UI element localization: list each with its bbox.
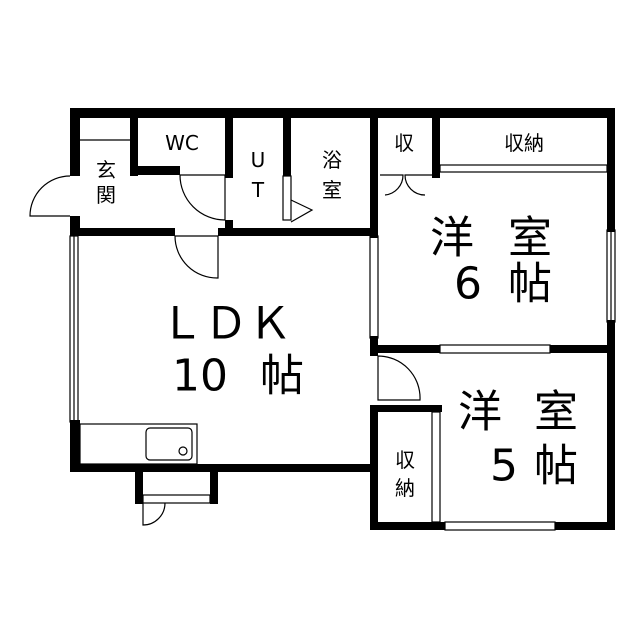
wc-label: WC xyxy=(165,131,199,155)
back-door[interactable] xyxy=(142,502,166,526)
kitchen-sink xyxy=(145,427,193,461)
bath-label-1: 浴 xyxy=(322,148,342,172)
closet5-label-1: 収 xyxy=(395,448,415,472)
kitchen-counter xyxy=(79,423,198,465)
closet5-label-2: 納 xyxy=(395,476,415,500)
closet-small-label: 収 xyxy=(394,131,414,155)
room5-label-2: 室 xyxy=(534,387,578,438)
fixtures xyxy=(29,139,608,526)
back-window xyxy=(142,494,211,504)
ldk-label: ＬＤＫ xyxy=(160,299,292,350)
entrance-label-1: 玄 xyxy=(96,158,116,182)
room6-label-1: 洋 xyxy=(430,213,474,264)
room5-unit: 帖 xyxy=(534,441,578,492)
ldk-size: 10 xyxy=(172,351,228,402)
ldk-unit: 帖 xyxy=(260,351,304,402)
bath-door xyxy=(282,175,292,221)
wc-door[interactable] xyxy=(179,174,226,221)
room6-size: 6 xyxy=(454,259,482,310)
ut-label-1: U xyxy=(251,148,266,172)
walls xyxy=(70,108,615,530)
ldk-right-window xyxy=(369,235,379,339)
room5-top-window xyxy=(439,344,551,354)
labels: 玄 関 WC U T 浴 室 収 収納 洋 室 6 帖 ＬＤＫ 10 帖 洋 室… xyxy=(96,131,578,500)
ut-label-2: T xyxy=(251,178,265,202)
room6-unit: 帖 xyxy=(508,259,552,310)
room5-label-1: 洋 xyxy=(458,387,502,438)
ldk-door[interactable] xyxy=(174,235,219,279)
entrance-door[interactable] xyxy=(29,175,71,217)
bath-label-2: 室 xyxy=(322,178,342,202)
drain-icon xyxy=(178,446,188,456)
closet-sliding-door xyxy=(439,164,608,173)
room5-size: 5 xyxy=(490,441,518,492)
bath-door-swing xyxy=(290,199,314,223)
closet5-sliding-door xyxy=(431,411,441,523)
room5-door[interactable] xyxy=(377,355,421,401)
entrance-label-2: 関 xyxy=(96,183,116,207)
room6-label-2: 室 xyxy=(508,213,552,264)
closet-top-label: 収納 xyxy=(504,131,544,155)
room5-bottom-window xyxy=(444,521,556,531)
closet-door[interactable] xyxy=(380,174,432,196)
